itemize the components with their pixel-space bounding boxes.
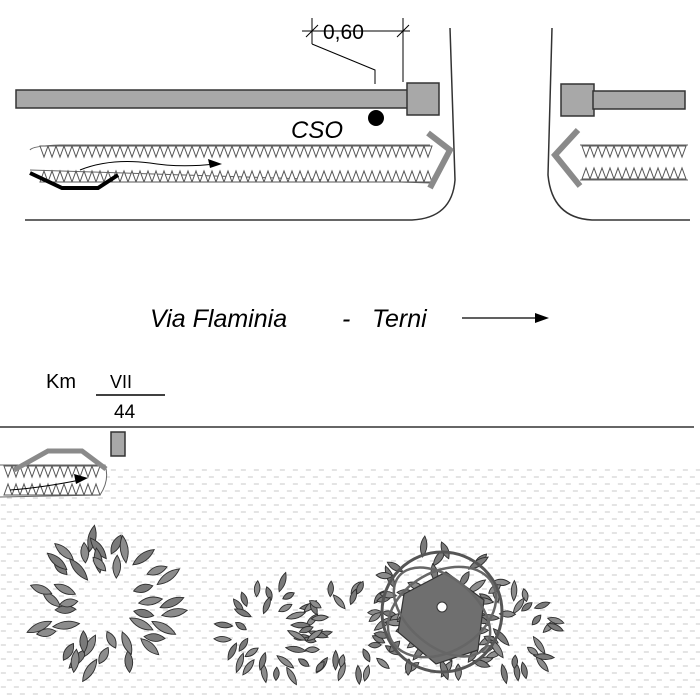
drain-channel-bottom — [0, 448, 108, 498]
post-right — [560, 83, 595, 117]
dimension-marker — [302, 18, 410, 84]
top-plan: 0,60 CSO — [15, 18, 690, 221]
cso-point — [368, 110, 384, 126]
lawn-texture — [0, 469, 700, 695]
dimension-label: 0,60 — [323, 21, 364, 44]
road-separator: - — [342, 305, 350, 333]
cso-label: CSO — [291, 117, 343, 144]
drain-channel-left — [29, 130, 454, 190]
drain-channel-right — [551, 127, 688, 188]
tree-crown — [397, 571, 485, 665]
milestone-post — [110, 431, 126, 457]
milestone-major: VII — [110, 372, 132, 392]
milestone-unit: Km — [46, 371, 76, 393]
guard-beam-left — [15, 89, 409, 109]
direction-arrow — [462, 313, 549, 323]
guard-beam-right — [592, 90, 686, 110]
tree-canopy — [373, 535, 517, 682]
shrub-group — [26, 524, 565, 686]
road-name: Via Flaminia — [150, 305, 287, 333]
right-block-boundary — [547, 27, 690, 221]
post-left — [406, 82, 440, 116]
tree-trunk — [436, 601, 448, 613]
road-destination: Terni — [372, 305, 428, 333]
milestone-minor: 44 — [114, 402, 136, 423]
left-block-boundary — [25, 27, 456, 221]
